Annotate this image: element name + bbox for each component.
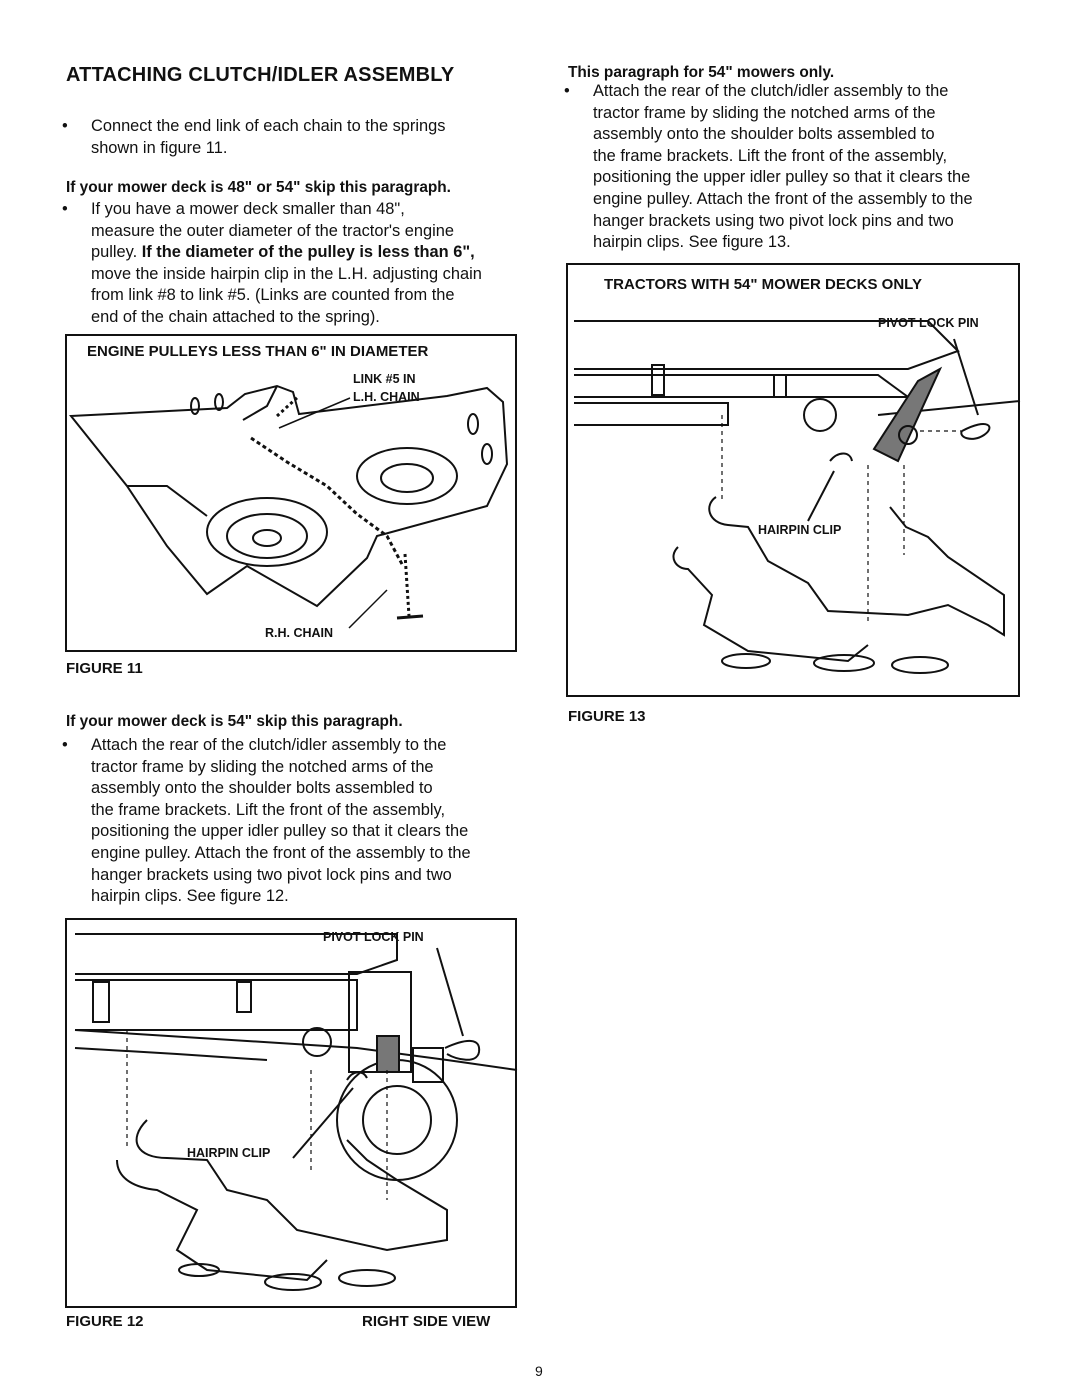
label-link-5: LINK #5 IN <box>353 372 416 386</box>
page-number: 9 <box>535 1363 543 1379</box>
text-line: tractor frame by sliding the notched arm… <box>91 757 434 776</box>
label-rh-chain: R.H. CHAIN <box>265 626 334 640</box>
text-line: from link #8 to link #5. (Links are coun… <box>91 286 455 305</box>
text-line: shown in figure 11. <box>91 138 228 157</box>
paragraph-heading-54-only: This paragraph for 54" mowers only. <box>568 64 835 81</box>
bullet-dot: • <box>62 200 68 218</box>
figure-11-caption: FIGURE 11 <box>66 660 143 677</box>
text-line: assembly onto the shoulder bolts assembl… <box>91 779 433 798</box>
text-line: the frame brackets. Lift the front of th… <box>91 800 446 819</box>
bullet-pulley-diameter: • If you have a mower deck smaller than … <box>62 199 532 329</box>
label-pivot-lock-pin: PIVOT LOCK PIN <box>878 316 979 330</box>
text-line: hanger brackets using two pivot lock pin… <box>593 211 954 230</box>
text-line: Connect the end link of each chain to th… <box>91 117 446 135</box>
bullet-connect-chain: • Connect the end link of each chain to … <box>62 116 522 160</box>
text-line: end of the chain attached to the spring)… <box>91 307 380 326</box>
paragraph-heading-48-54: If your mower deck is 48" or 54" skip th… <box>66 179 451 196</box>
label-hairpin-clip: HAIRPIN CLIP <box>187 1146 271 1160</box>
figure-12-caption: FIGURE 12 <box>66 1313 144 1330</box>
figure-11-title: ENGINE PULLEYS LESS THAN 6" IN DIAMETER <box>87 343 429 360</box>
text-line: measure the outer diameter of the tracto… <box>91 221 455 240</box>
text-bold: If the diameter of the pulley is less th… <box>141 243 475 262</box>
figure-13-title: TRACTORS WITH 54" MOWER DECKS ONLY <box>604 276 922 293</box>
right-side-view-label: RIGHT SIDE VIEW <box>362 1313 491 1330</box>
right-side-view-drawing <box>74 933 518 1291</box>
clutch-idler-drawing <box>69 384 509 629</box>
text-line: the frame brackets. Lift the front of th… <box>593 146 948 165</box>
text-line: assembly onto the shoulder bolts assembl… <box>593 125 935 144</box>
figure-13-box: TRACTORS WITH 54" MOWER DECKS ONLY PIVOT… <box>566 263 1021 697</box>
label-hairpin-clip: HAIRPIN CLIP <box>758 523 842 537</box>
paragraph-heading-54: If your mower deck is 54" skip this para… <box>66 713 403 730</box>
text-line: hanger brackets using two pivot lock pin… <box>91 865 452 884</box>
text-line: tractor frame by sliding the notched arm… <box>593 103 936 122</box>
text-normal: pulley. <box>91 243 142 262</box>
text-line: positioning the upper idler pulley so th… <box>91 822 469 841</box>
54-deck-drawing <box>574 320 1021 674</box>
bullet-attach-rear-fig13: • Attach the rear of the clutch/idler as… <box>564 81 1034 261</box>
text-line: engine pulley. Attach the front of the a… <box>593 189 973 208</box>
figure-12-box: PIVOT LOCK PIN HAIRPIN CLIP <box>65 918 518 1308</box>
text-line: hairpin clips. See figure 13. <box>593 233 791 252</box>
figure-11-box: ENGINE PULLEYS LESS THAN 6" IN DIAMETER … <box>65 334 517 652</box>
text-line: Attach the rear of the clutch/idler asse… <box>91 736 447 754</box>
text-line: Attach the rear of the clutch/idler asse… <box>593 82 949 100</box>
text-line: move the inside hairpin clip in the L.H.… <box>91 264 482 283</box>
figure-13-caption: FIGURE 13 <box>568 708 646 725</box>
text-line: positioning the upper idler pulley so th… <box>593 168 971 187</box>
bullet-dot: • <box>564 82 570 100</box>
text-line: hairpin clips. See figure 12. <box>91 887 289 906</box>
text-line: engine pulley. Attach the front of the a… <box>91 843 471 862</box>
bullet-dot: • <box>62 736 68 754</box>
bullet-attach-rear-fig12: • Attach the rear of the clutch/idler as… <box>62 735 532 915</box>
text-line: pulley. If the diameter of the pulley is… <box>91 242 482 264</box>
page-heading: ATTACHING CLUTCH/IDLER ASSEMBLY <box>66 64 455 86</box>
text-line: If you have a mower deck smaller than 48… <box>91 200 405 218</box>
bullet-dot: • <box>62 117 68 135</box>
